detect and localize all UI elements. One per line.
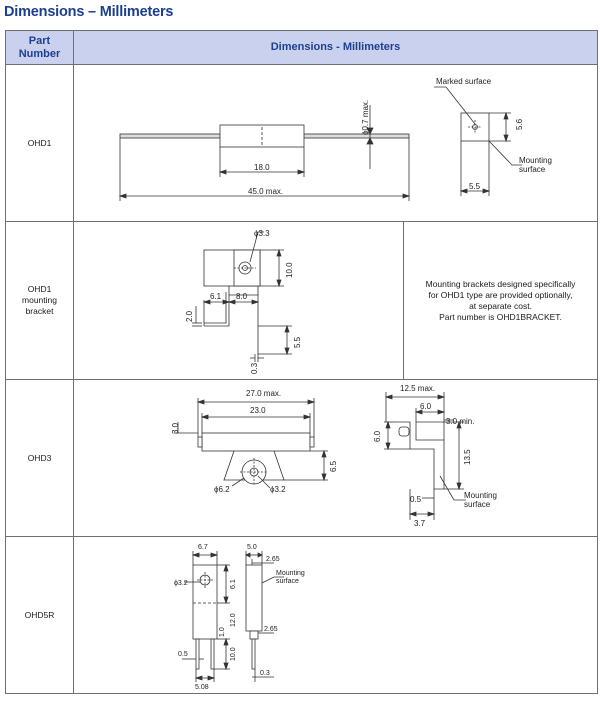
dim-mount-height: 6.5 bbox=[329, 460, 338, 472]
resistor-body bbox=[219, 124, 305, 148]
dim-lead-gap: 1.0 bbox=[219, 627, 226, 637]
drawing-cell: 27.0 max. 23.0 3.0 6.5 ϕ6.2 ϕ3.2 12.5 ma… bbox=[73, 379, 598, 537]
header-dimensions: Dimensions - Millimeters bbox=[73, 30, 598, 65]
dim-total-height: 13.5 bbox=[463, 449, 472, 465]
dim-upper: 6.1 bbox=[230, 579, 237, 589]
table-row: OHD1 bbox=[5, 64, 598, 222]
dim-side-width: 5.0 bbox=[247, 544, 257, 551]
part-number-cell: OHD1 bbox=[5, 64, 74, 222]
dim-outer-dia: ϕ6.2 bbox=[214, 485, 230, 494]
label-mounting-2: surface bbox=[276, 578, 299, 585]
dim-width: 6.7 bbox=[198, 544, 208, 551]
drawing-cell: ϕ3.3 10.0 6.1 8.0 2.0 5.5 0.3 bbox=[73, 221, 404, 380]
ohd1-drawing: ϕ0.7 max. 18.0 45.0 max. Marked surface … bbox=[118, 77, 552, 201]
part-number-cell: OHD5R bbox=[5, 536, 74, 694]
label-mounting-1: Mounting bbox=[464, 491, 497, 500]
dim-lead-length: 10.0 bbox=[230, 647, 237, 661]
dim-tab2: 2.65 bbox=[264, 626, 278, 633]
dim-body: 12.0 bbox=[230, 613, 237, 627]
dim-diameter: ϕ0.7 max. bbox=[361, 100, 370, 135]
dim-width: 5.5 bbox=[469, 182, 481, 191]
bracket-note: Mounting brackets designed specifically … bbox=[403, 221, 598, 380]
dim-inner-width: 6.0 bbox=[420, 402, 432, 411]
dim-hole-dia: ϕ3.2 bbox=[270, 485, 286, 494]
dim-pitch: 5.08 bbox=[195, 684, 209, 691]
label-mounting-1: Mounting bbox=[519, 156, 552, 165]
dim-total-length: 45.0 max. bbox=[248, 187, 283, 196]
dim-side-height: 6.0 bbox=[373, 430, 382, 442]
part-number-line3: bracket bbox=[25, 306, 54, 316]
dim-body-length: 18.0 bbox=[254, 163, 270, 172]
dim-base: 3.7 bbox=[414, 519, 426, 528]
dim-lead-width: 0.5 bbox=[178, 651, 188, 658]
drawing-cell: 6.7 ϕ3.2 6.1 12.0 1.0 10.0 0.5 5.08 5.0 … bbox=[73, 536, 598, 694]
part-number-line1: OHD1 bbox=[27, 284, 52, 294]
dim-right: 8.0 bbox=[236, 292, 248, 301]
dim-thickness: 2.0 bbox=[185, 310, 194, 322]
dim-height: 5.6 bbox=[515, 118, 524, 130]
dim-height: 10.0 bbox=[285, 262, 294, 278]
dim-thickness: 0.3 bbox=[260, 670, 270, 677]
table-row: OHD1 mounting bracket bbox=[5, 221, 598, 380]
header-part-line2: Number bbox=[18, 47, 61, 60]
bracket-drawing: ϕ3.3 10.0 6.1 8.0 2.0 5.5 0.3 bbox=[185, 229, 302, 374]
header-part-line1: Part bbox=[28, 34, 51, 47]
dim-hole: ϕ3.2 bbox=[174, 580, 188, 587]
table-row: OHD3 bbox=[5, 379, 598, 537]
page-title: Dimensions – Millimeters bbox=[4, 4, 174, 20]
dim-left: 6.1 bbox=[210, 292, 222, 301]
label-mounting-2: surface bbox=[464, 500, 491, 509]
header-part-number: Part Number bbox=[5, 30, 74, 65]
note-line2: for OHD1 type are provided optionally, bbox=[428, 289, 573, 300]
label-marked-surface: Marked surface bbox=[436, 77, 492, 86]
dim-tab: 2.65 bbox=[266, 556, 280, 563]
part-number-cell: OHD1 mounting bracket bbox=[5, 221, 74, 380]
dim-sheet: 0.3 bbox=[250, 362, 259, 374]
drawing-cell: ϕ0.7 max. 18.0 45.0 max. Marked surface … bbox=[73, 64, 598, 222]
dim-body-length: 23.0 bbox=[250, 406, 266, 415]
dim-drop: 5.5 bbox=[293, 336, 302, 348]
note-line1: Mounting brackets designed specifically bbox=[425, 278, 576, 289]
ohd5r-drawing: 6.7 ϕ3.2 6.1 12.0 1.0 10.0 0.5 5.08 5.0 … bbox=[174, 544, 305, 691]
dim-width-max: 12.5 max. bbox=[400, 384, 435, 393]
dim-lead-offset: 3.0 bbox=[171, 422, 180, 434]
ohd3-drawing: 27.0 max. 23.0 3.0 6.5 ϕ6.2 ϕ3.2 12.5 ma… bbox=[171, 384, 497, 528]
dim-min-gap: 3.0 min. bbox=[446, 417, 474, 426]
table-header-row: Part Number Dimensions - Millimeters bbox=[5, 30, 598, 65]
dim-max-length: 27.0 max. bbox=[246, 389, 281, 398]
label-mounting-2: surface bbox=[519, 165, 546, 174]
table-row: OHD5R bbox=[5, 536, 598, 694]
label-mounting-1: Mounting bbox=[276, 570, 305, 577]
dimensions-table: Part Number Dimensions - Millimeters OHD… bbox=[5, 30, 598, 694]
part-number-line2: mounting bbox=[22, 295, 57, 305]
note-line4: Part number is OHD1BRACKET. bbox=[439, 311, 562, 322]
dim-sheet: 0.5 bbox=[410, 495, 422, 504]
note-line3: at separate cost. bbox=[469, 300, 532, 311]
part-number-cell: OHD3 bbox=[5, 379, 74, 537]
dim-hole: ϕ3.3 bbox=[254, 229, 270, 238]
